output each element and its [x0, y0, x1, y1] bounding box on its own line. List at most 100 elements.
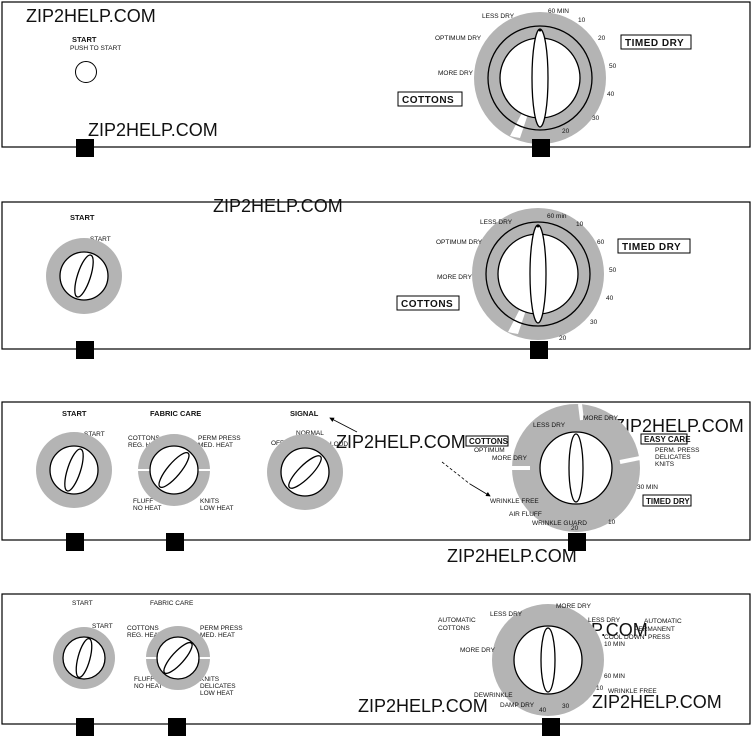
automatic-cottons-label: AUTOMATIC: [438, 617, 476, 624]
tick-20: 20: [571, 525, 579, 532]
timed-dry-label: TIMED DRY: [646, 497, 690, 506]
tick-10: 10: [578, 17, 586, 24]
more-dry-left-label: MORE DRY: [460, 647, 496, 654]
start-knob[interactable]: [46, 238, 122, 314]
dial-knob-grip: [529, 224, 547, 324]
tick-20: 20: [559, 335, 567, 342]
cycle-dial[interactable]: [492, 604, 604, 716]
start-title: START: [62, 409, 87, 418]
signal-loud-label: LOUD: [330, 441, 348, 448]
tick-30: 50: [609, 63, 617, 70]
60-min-label: 60 MIN: [604, 673, 625, 680]
cool-down-label: COOL DOWN: [604, 634, 645, 641]
cycle-dial[interactable]: [512, 403, 641, 532]
panel-3-frame: [1, 401, 751, 541]
30-min-label: 30 MIN: [637, 484, 658, 491]
knob-grip: [163, 641, 193, 675]
more-dry-label: MORE DRY: [583, 415, 619, 422]
cycle-dial[interactable]: [474, 12, 606, 144]
cottons-label: COTTONS: [402, 95, 454, 106]
60-min-label: 60 min: [547, 213, 567, 220]
fabric-care-knob[interactable]: [138, 434, 210, 506]
watermark: ZIP2HELP.COM: [614, 416, 744, 436]
tick-50: 30: [592, 115, 600, 122]
wrinkle-free-label: WRINKLE FREE: [608, 688, 657, 695]
callout-square: [532, 139, 550, 157]
more-dry-label: MORE DRY: [437, 274, 473, 281]
automatic-perm-label: PRESS: [648, 634, 671, 641]
signal-off-label: OFF: [271, 440, 284, 447]
watermark: ZIP2HELP.COM: [88, 120, 218, 140]
automatic-perm-label: PERMANENT: [634, 626, 675, 633]
less-dry-right-label: LESS DRY: [588, 617, 621, 624]
less-dry-label: LESS DRY: [480, 219, 513, 226]
callout-square: [166, 533, 184, 551]
tick-30: 30: [590, 319, 598, 326]
knob-grip: [158, 451, 190, 489]
optimum-dry-label: OPTIMUM DRY: [436, 239, 483, 246]
fabric-knits-label: KNITS: [200, 498, 220, 505]
tick-60: 20: [562, 128, 570, 135]
start-mark-label: START: [90, 236, 111, 243]
dial-ring-gap: [578, 403, 584, 421]
fabric-cottons-heat: REG. HEAT: [127, 632, 162, 639]
tick-40: 40: [607, 91, 615, 98]
fabric-care-knob[interactable]: [146, 626, 210, 690]
damp-dry-label: DAMP DRY: [500, 702, 535, 709]
cottons-box: [465, 435, 509, 447]
start-mark-label: START: [92, 623, 113, 630]
callout-square: [76, 718, 94, 736]
watermark: ZIP2HELP.COM: [592, 692, 722, 712]
fabric-care-title: FABRIC CARE: [150, 600, 194, 607]
10-min-label: 10 MIN: [604, 641, 625, 648]
timed-dry-label: TIMED DRY: [625, 38, 684, 49]
panel-2-frame: [1, 201, 751, 350]
easy-care-note: DELICATES: [655, 454, 691, 461]
start-title: START: [70, 213, 95, 222]
dial-knob-grip: [540, 627, 556, 693]
cottons-label: COTTONS: [469, 437, 509, 446]
cottons-box: [396, 295, 460, 311]
dial-knob-grip: [568, 433, 584, 503]
cycle-dial[interactable]: [472, 208, 604, 340]
panel-4: ZIP2HELP.COM ZIP2HELP.COM ZIP2HELP.COM S…: [1, 593, 751, 736]
start-button[interactable]: [75, 61, 97, 83]
less-dry-label: LESS DRY: [482, 13, 515, 20]
knob-grip: [64, 448, 84, 492]
dial-arrow: [441, 461, 471, 485]
fabric-perm-label: PERM PRESS: [200, 625, 243, 632]
start-title: START: [72, 600, 93, 607]
panel-2: ZIP2HELP.COM START START LESS DRY 60 min…: [1, 196, 751, 359]
callout-square: [168, 718, 186, 736]
signal-knob[interactable]: [267, 434, 343, 510]
fabric-knits-heat: LOW HEAT: [200, 505, 233, 512]
tick-40: 40: [539, 707, 547, 714]
fabric-fluff-label: FLUFF: [133, 498, 153, 505]
fabric-perm-heat: MED. HEAT: [200, 632, 235, 639]
watermark: ZIP2HELP.COM: [213, 196, 343, 216]
fabric-fluff-label: FLUFF: [134, 676, 154, 683]
tick-50: 50: [609, 267, 617, 274]
cottons-box: [397, 91, 463, 107]
callout-square: [568, 533, 586, 551]
signal-arrow: [329, 417, 358, 433]
watermark: ZIP2HELP.COM: [26, 6, 156, 26]
watermark: ZIP2HELP.COM: [358, 696, 488, 716]
fabric-fluff-heat: NO HEAT: [134, 683, 162, 690]
less-dry-label: LESS DRY: [533, 422, 566, 429]
fabric-cottons-heat: REG. HEAT: [128, 442, 163, 449]
timed-dry-box: [617, 238, 691, 254]
optimum-dry-label: OPTIMUM DRY: [435, 35, 482, 42]
dial-outer-circle: [485, 221, 591, 327]
callout-square: [530, 341, 548, 359]
dial-outer-circle: [487, 25, 593, 131]
tick-10: 10: [576, 221, 584, 228]
callout-square: [76, 139, 94, 157]
knob-grip: [74, 254, 94, 298]
more-dry-left-label: MORE DRY: [492, 455, 528, 462]
less-dry-left-label: LESS DRY: [490, 611, 523, 618]
wrinkle-free-label: WRINKLE FREE: [490, 498, 539, 505]
start-knob[interactable]: [36, 432, 112, 508]
start-knob[interactable]: [53, 627, 115, 689]
